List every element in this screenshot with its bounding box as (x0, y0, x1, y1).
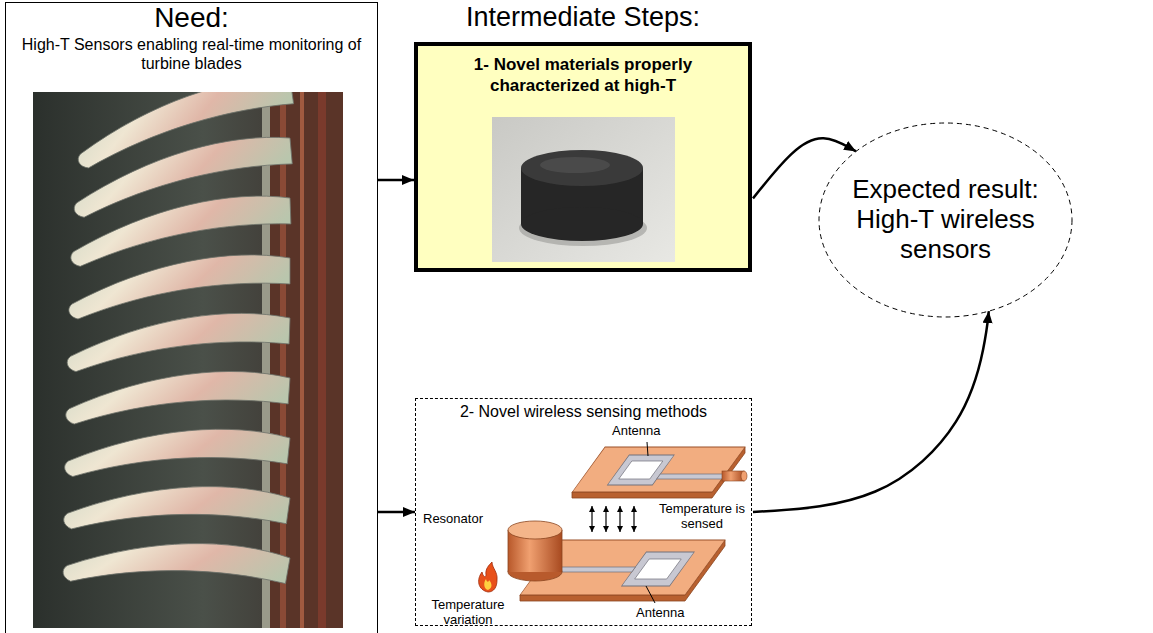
panel-ground (5, 2, 378, 633)
step-ground (414, 42, 752, 272)
result-text: Expected result: High-T wireless sensors (831, 175, 1061, 265)
flow-arrow (378, 179, 414, 182)
part-label: Temperature variation (418, 598, 518, 628)
result-ellipse: Expected result: High-T wireless sensors (818, 122, 1073, 318)
step-title: 1- Novel materials properly characterize… (434, 54, 732, 97)
section-heading: Intermediate Steps: (414, 2, 752, 33)
part-label: Temperature is sensed (658, 502, 746, 532)
sensing-sketch (479, 442, 747, 603)
step-box: 1- Novel materials properly characterize… (414, 42, 752, 272)
need-panel: Need:High-T Sensors enabling real-time m… (5, 2, 378, 633)
flow-arrow (378, 511, 415, 514)
flow-arrow (753, 311, 989, 512)
pellet-photo (492, 117, 675, 262)
part-label: Resonator (423, 512, 483, 527)
panel-heading: Need: (12, 3, 371, 34)
turbine-photo (33, 92, 343, 628)
ellipse-outline (819, 123, 1072, 317)
panel-body: High-T Sensors enabling real-time monito… (12, 35, 371, 73)
step-title: 2- Novel wireless sensing methods (420, 402, 747, 421)
part-label: Antenna (612, 424, 660, 439)
part-label: Antenna (636, 606, 684, 621)
